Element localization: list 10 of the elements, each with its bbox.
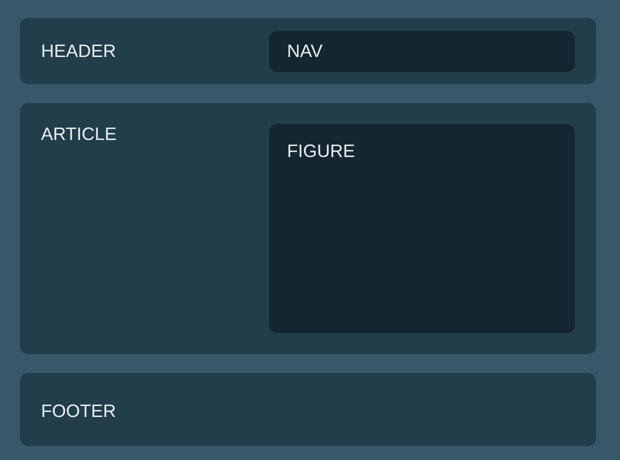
section-label: HEADER [41, 40, 116, 62]
section-label: FOOTER [41, 400, 116, 422]
header-panel [20, 18, 596, 84]
section-label: FIGURE [287, 140, 356, 162]
article-panel [20, 103, 596, 354]
section-label: NAV [287, 40, 323, 62]
nav-panel [269, 31, 575, 72]
figure-panel [269, 124, 575, 333]
footer-panel [20, 373, 596, 446]
section-label: ARTICLE [41, 123, 117, 145]
